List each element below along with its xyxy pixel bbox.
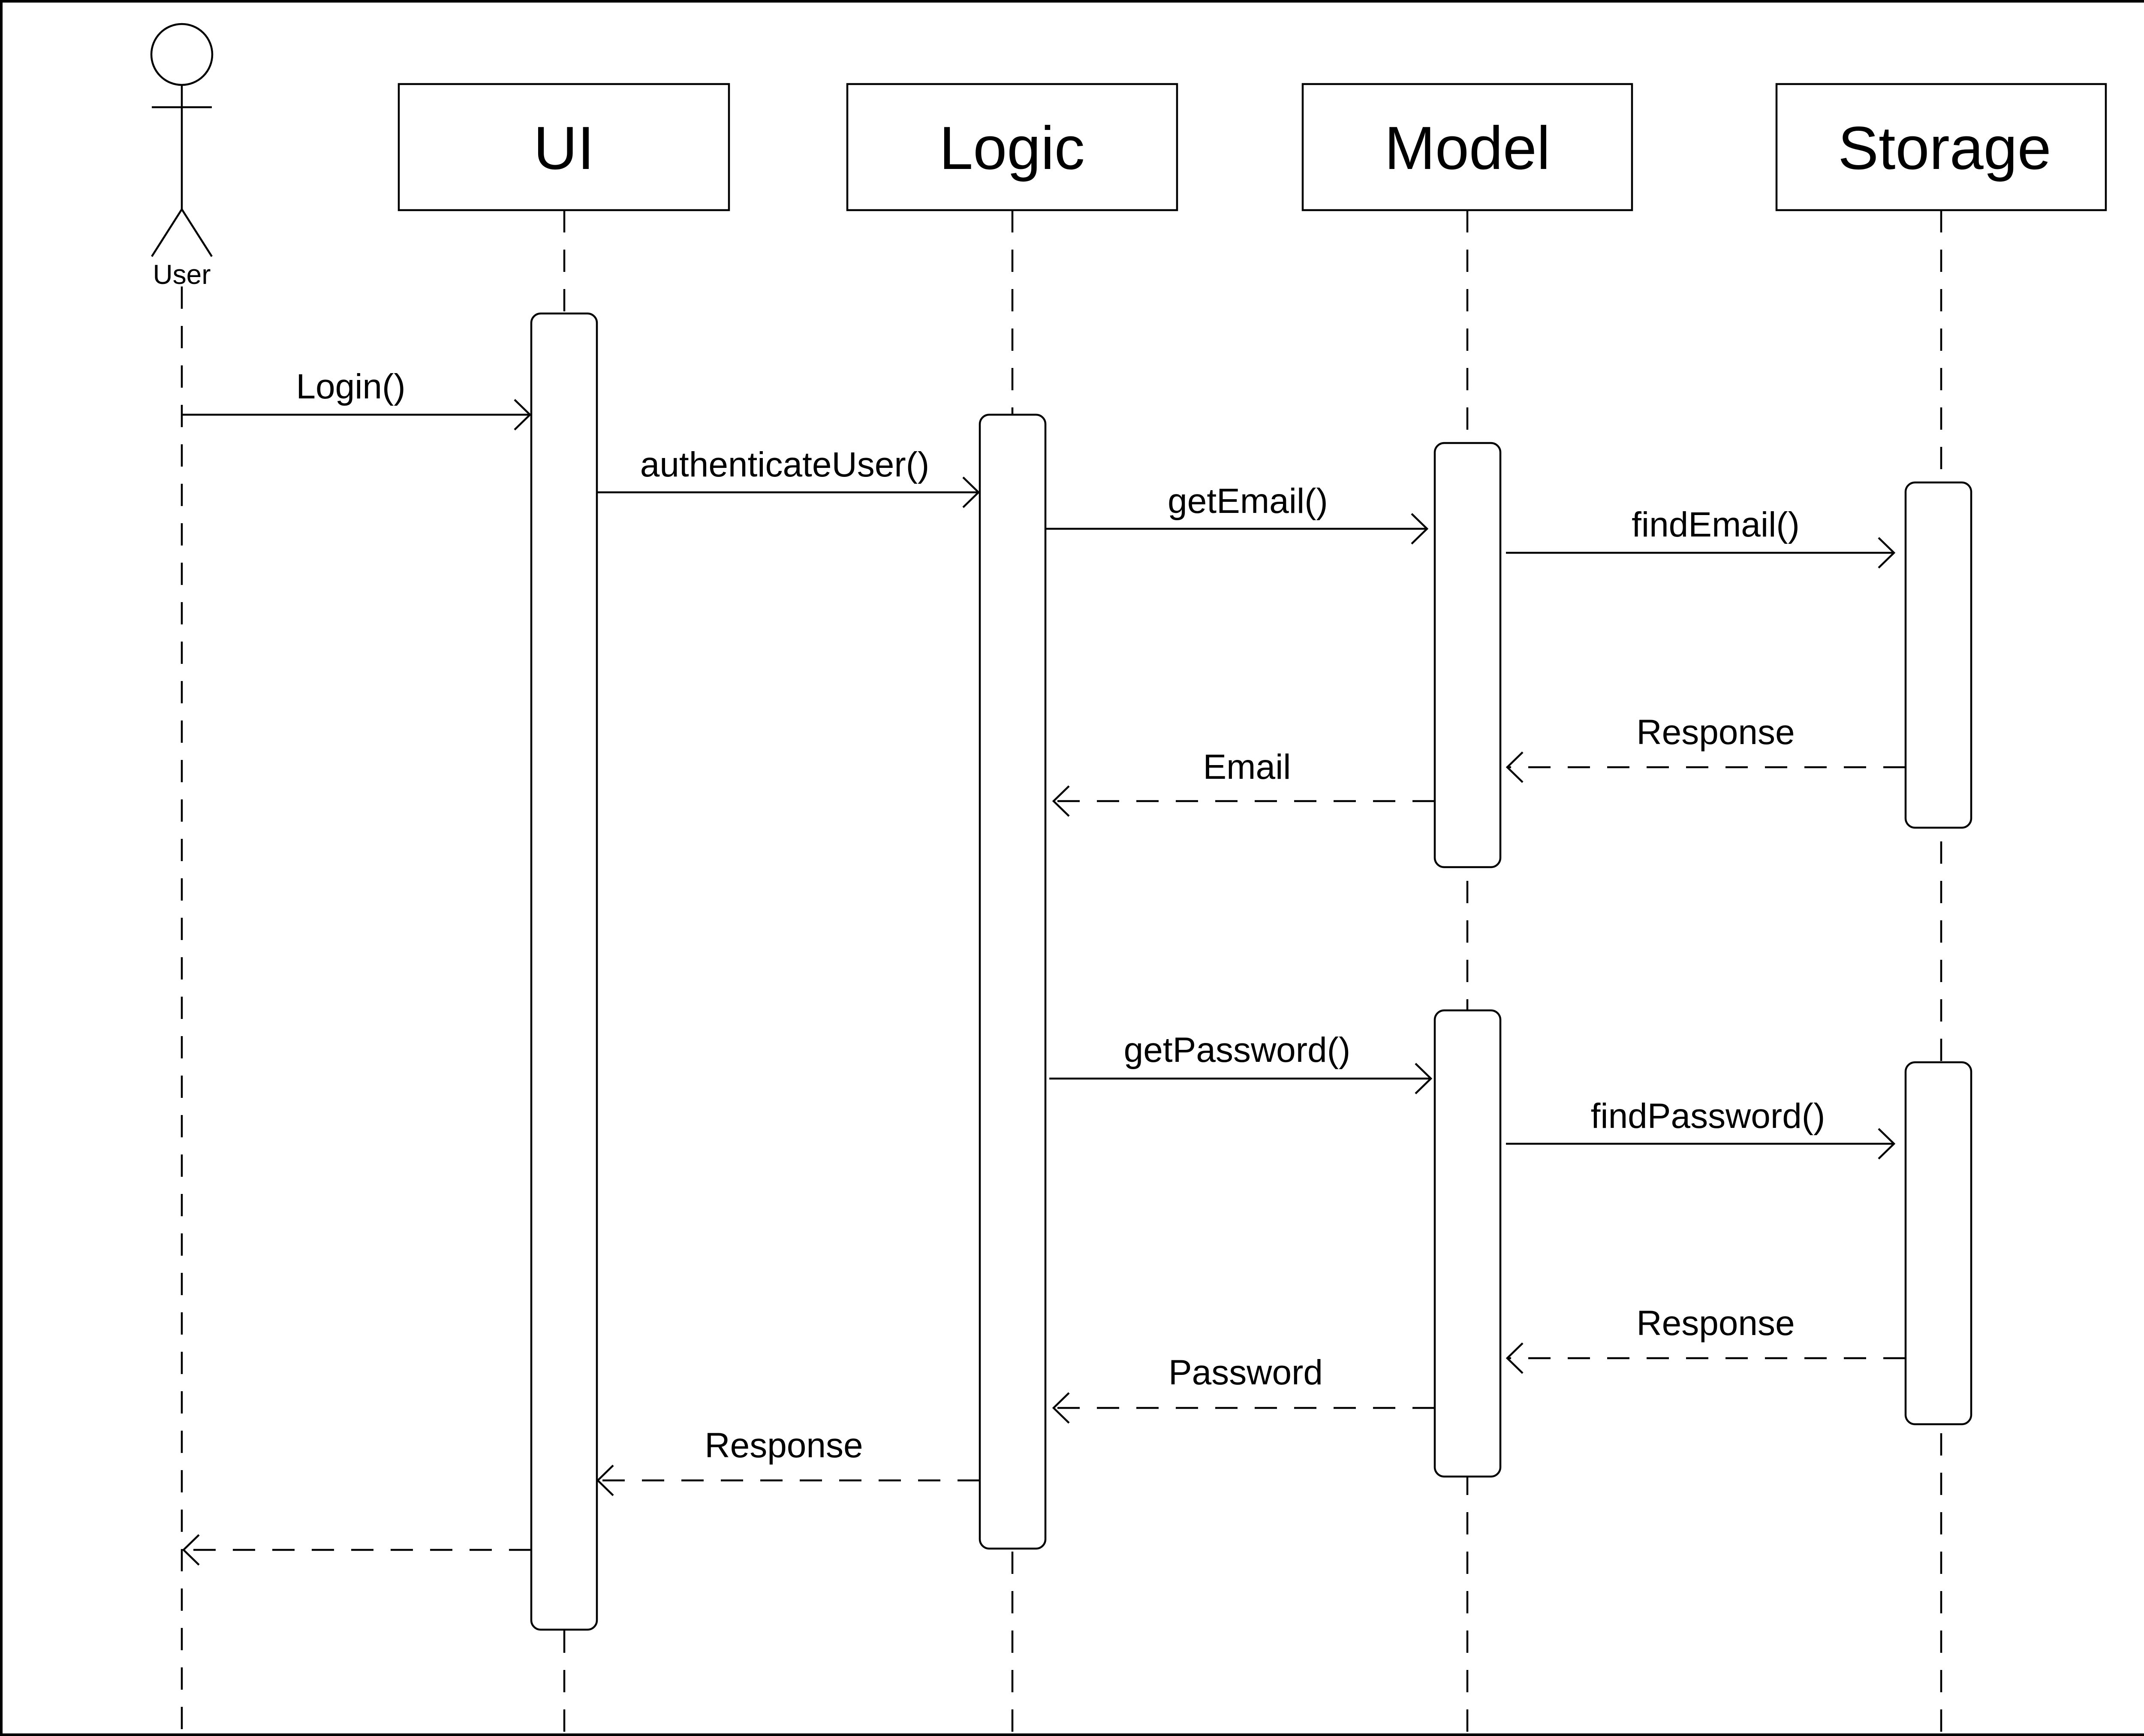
activation-model-email [1433,442,1502,868]
participant-box [397,83,730,211]
arrow-head [1411,513,1429,545]
arrow-head [514,399,532,431]
activation-logic [979,413,1047,1550]
message-label: findPassword() [1591,1097,1825,1136]
message-find-password: findPassword() [1506,1097,1896,1160]
participant-model: Model [1301,83,1633,211]
message-label: getPassword() [1124,1031,1351,1070]
message-login: Login() [182,367,532,431]
participant-ui: UI [397,83,730,211]
arrow-head [1506,1342,1524,1374]
message-label: getEmail() [1168,482,1328,521]
arrow-head [596,1465,614,1496]
participant-box [1775,83,2107,211]
actor-head [150,23,214,86]
message-label: Response [1636,713,1795,752]
participant-label: Storage [1838,114,2051,182]
message-label: Password [1168,1353,1323,1392]
participant-box [1301,83,1633,211]
actor-label: User [153,259,211,290]
participant-label: UI [533,114,594,182]
arrow-head [1506,751,1524,783]
message-get-password: getPassword() [1049,1031,1433,1094]
message-response-password: Response [1506,1304,1906,1374]
message-label: Email [1203,747,1291,787]
message-authenticate-user: authenticateUser() [597,445,980,508]
message-return-user [182,1534,531,1566]
activation-storage-password [1904,1061,1972,1426]
message-label: authenticateUser() [640,445,930,484]
participant-label: Logic [939,114,1084,182]
participant-box [846,83,1178,211]
message-response-email: Response [1506,713,1906,783]
message-get-email: getEmail() [1045,482,1429,545]
message-password: Password [1052,1353,1435,1424]
activation-model-password [1433,1009,1502,1478]
message-label: findEmail() [1632,505,1800,544]
participant-logic: Logic [846,83,1178,211]
actor-user: User [150,23,214,290]
message-email: Email [1052,747,1435,817]
arrow-head [1878,1128,1896,1160]
arrow-head [1415,1063,1433,1094]
participant-storage: Storage [1775,83,2107,211]
activation-storage-email [1904,481,1972,829]
activation-ui [530,312,598,1631]
message-label: Response [705,1426,863,1465]
message-label: Login() [296,367,405,406]
message-response-ui: Response [596,1426,980,1496]
arrow-head [1052,785,1070,817]
arrow-head [1878,537,1896,569]
participant-label: Model [1385,114,1551,182]
arrow-head [1052,1392,1070,1424]
actor-leg-left [151,208,183,257]
actor-leg-right [181,208,213,257]
arrow-head [962,476,980,508]
arrow-head [182,1534,200,1566]
message-find-email: findEmail() [1506,505,1896,569]
message-label: Response [1636,1304,1795,1343]
